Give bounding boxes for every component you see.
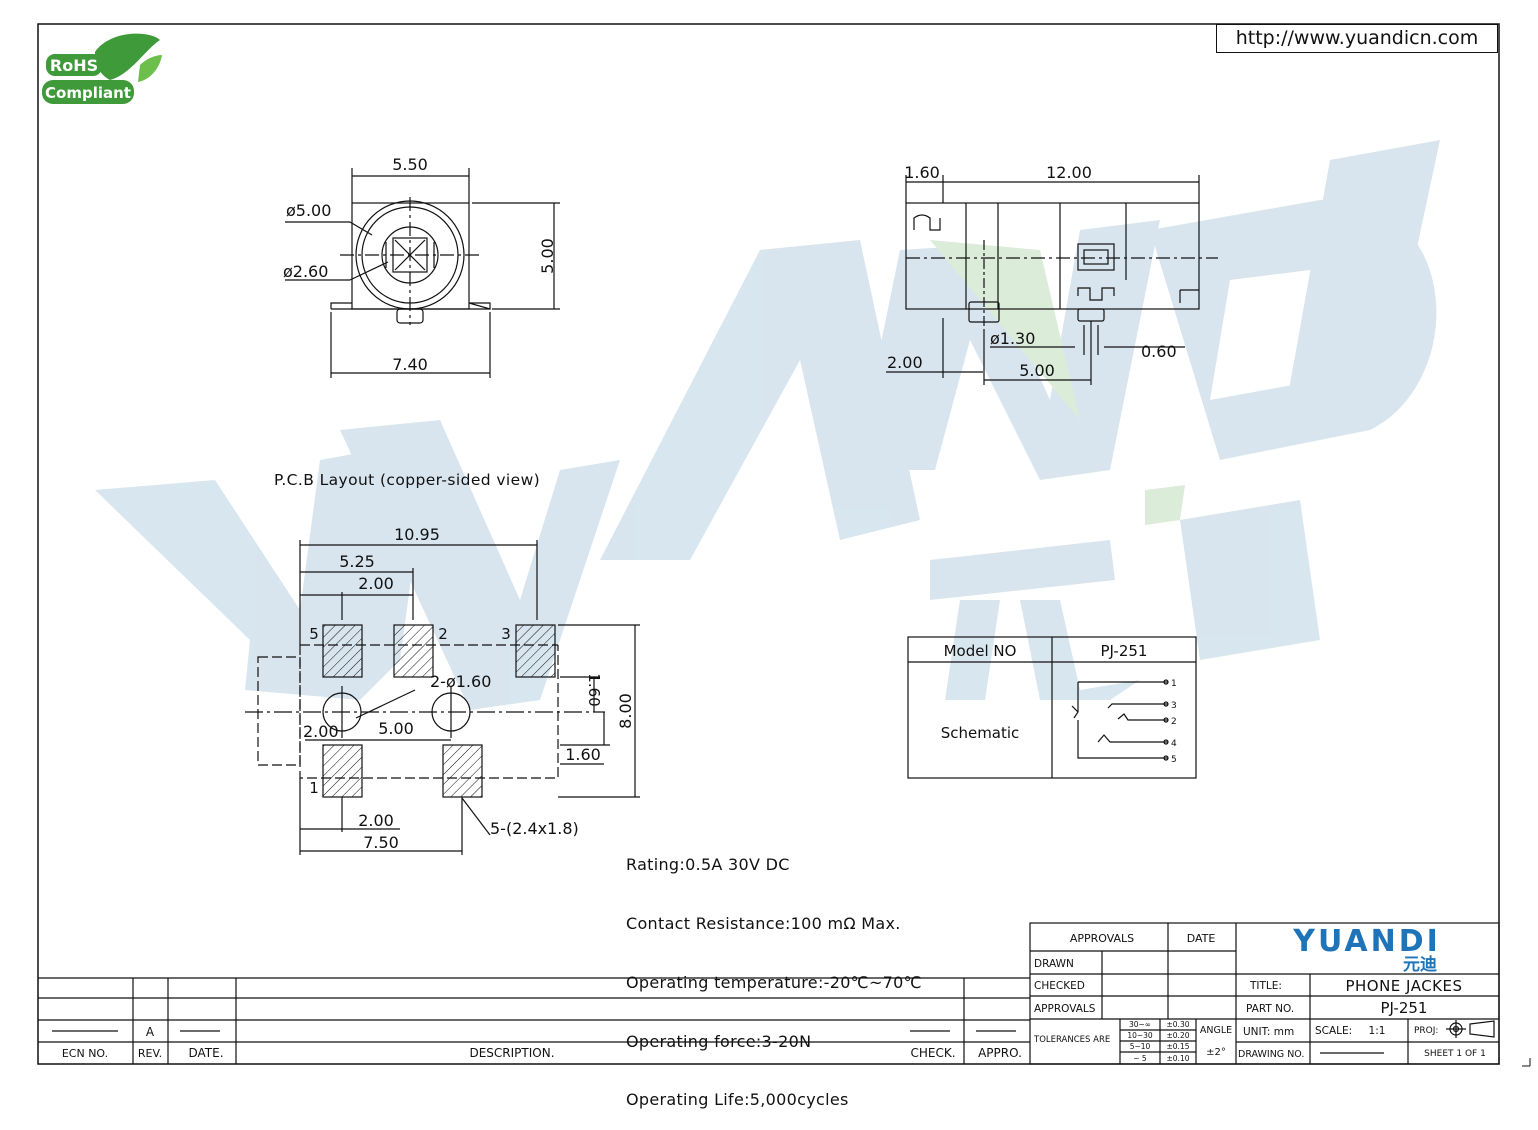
appro-label: APPRO. [978,1046,1022,1060]
watermark [95,140,1440,710]
tol-value-1: ±0.30 [1167,1020,1190,1029]
tb-unit: UNIT: mm [1243,1026,1294,1038]
rohs-logo: RoHS Compliant [42,33,162,104]
dim-pcb-1-60-b: 1.60 [565,745,601,764]
spec-rating: Rating:0.5A 30V DC [626,855,790,875]
dim-side-front-offset: 2.00 [887,353,923,372]
side-view [886,175,1218,385]
tb-checked: CHECKED [1034,980,1085,992]
model-value: PJ-251 [1101,642,1148,660]
tb-scale-value: 1:1 [1369,1025,1386,1037]
dim-pcb-holes: 2-ø1.60 [430,672,491,691]
tol-range-1: 30~∞ [1129,1020,1151,1029]
schem-pin-1: 1 [1171,679,1177,689]
tb-tolerances-are: TOLERANCES ARE [1033,1035,1110,1045]
dim-pcb-1-60-a: 1.60 [585,673,603,706]
dim-pcb-pads: 5-(2.4x1.8) [490,819,579,838]
tb-brand-logo: YUANDI [1292,924,1441,959]
tb-title-value: PHONE JACKES [1345,977,1462,995]
dim-front-height: 5.00 [538,238,557,274]
dim-side-offset: 1.60 [904,163,940,182]
pin-label-3: 3 [501,625,511,643]
pcb-title: P.C.B Layout (copper-sided view) [274,471,540,489]
schem-pin-4: 4 [1171,739,1177,749]
schematic-label: Schematic [941,724,1020,742]
dim-front-width-bottom: 7.40 [392,355,428,374]
spec-contact-resistance: Contact Resistance:100 mΩ Max. [626,913,901,933]
tb-drawn: DRAWN [1034,958,1074,970]
date-label: DATE. [188,1046,223,1060]
tol-range-2: 10~30 [1127,1031,1153,1040]
dim-front-inner-dia: ø2.60 [283,262,328,281]
dim-side-pin-spacing: 5.00 [1019,361,1055,380]
tb-date-header: DATE [1187,932,1216,945]
dim-front-outer-dia: ø5.00 [286,201,331,220]
rev-value: A [146,1025,155,1039]
revision-block [38,977,1030,1064]
ecn-no-label: ECN NO. [62,1047,108,1060]
schem-pin-5: 5 [1171,755,1177,765]
dim-side-pin-width: 0.60 [1141,342,1177,361]
dim-front-width-top: 5.50 [392,155,428,174]
rev-label: REV. [138,1047,162,1060]
dim-pcb-2-00-bottom: 2.00 [358,811,394,830]
rohs-text: RoHS [50,56,98,75]
pcb-layout [245,540,640,855]
tb-sheet: SHEET 1 OF 1 [1424,1049,1486,1059]
model-header: Model NO [944,642,1017,660]
dim-pcb-7-50: 7.50 [363,833,399,852]
spec-operating-life: Operating Life:5,000cycles [626,1090,849,1110]
spec-operating-force: Operating force:3-20N [626,1031,812,1051]
tb-proj: PROJ: [1414,1026,1438,1036]
model-table [907,636,1197,779]
dim-pcb-5-25: 5.25 [339,552,375,571]
dim-pcb-height: 8.00 [616,693,635,729]
schem-pin-2: 2 [1171,717,1177,727]
dim-side-pin-dia: ø1.30 [990,329,1035,348]
spec-operating-temperature: Operating temperature:-20℃~70℃ [626,972,922,992]
front-view [285,168,560,378]
tol-value-2: ±0.20 [1167,1031,1190,1040]
dim-side-length: 12.00 [1046,163,1092,182]
compliant-text: Compliant [45,84,131,102]
tol-range-4: ~ 5 [1133,1054,1147,1063]
pin-label-2: 2 [438,625,448,643]
dim-pcb-2-00-top: 2.00 [358,574,394,593]
frame [37,23,1531,1067]
tb-approvals-row: APPROVALS [1034,1003,1096,1015]
tb-angle-value: ±2° [1206,1047,1226,1058]
title-block [1029,922,1500,1065]
tol-value-4: ±0.10 [1167,1054,1190,1063]
tb-drawing-no: DRAWING NO. [1238,1049,1304,1060]
tb-brand-cn: 元迪 [1403,954,1437,975]
tb-part-value: PJ-251 [1381,999,1428,1017]
tb-title-label: TITLE: [1249,980,1282,992]
specifications: Rating:0.5A 30V DC Contact Resistance:10… [626,816,922,1130]
website-url: http://www.yuandicn.com [1216,24,1498,53]
tb-approvals-header: APPROVALS [1070,932,1134,945]
pin-label-1: 1 [309,779,319,797]
schem-pin-3: 3 [1171,701,1177,711]
tol-range-3: 5~10 [1130,1042,1151,1051]
dim-pcb-left: 2.00 [303,722,339,741]
dim-pcb-total: 10.95 [394,525,440,544]
tb-angle: ANGLE [1200,1025,1232,1036]
drawing-canvas: RoHS Compliant 5.50 ø5.00 ø2.60 5.0 [37,23,1531,1067]
tb-scale-label: SCALE: [1315,1025,1352,1037]
tb-part-label: PART NO. [1246,1003,1294,1015]
description-label: DESCRIPTION. [469,1046,554,1060]
tol-value-3: ±0.15 [1167,1042,1190,1051]
check-label: CHECK. [910,1046,955,1060]
dim-pcb-hole-spacing: 5.00 [378,719,414,738]
pin-label-5: 5 [309,625,319,643]
